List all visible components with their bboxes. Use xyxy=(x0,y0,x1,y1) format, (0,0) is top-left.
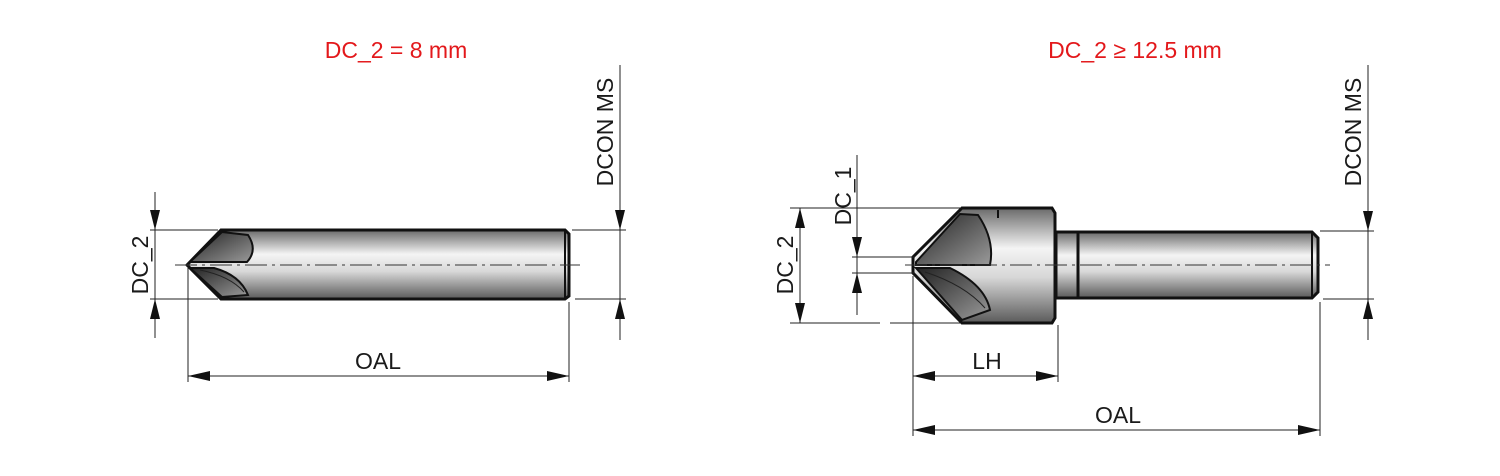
right-variant-title: DC_2 ≥ 12.5 mm xyxy=(1048,37,1222,63)
right-oal-label: OAL xyxy=(1095,402,1141,428)
left-oal-label: OAL xyxy=(355,348,401,374)
right-dimensions: DC_2 DC_1 DCON MS LH OAL xyxy=(772,65,1374,436)
left-countersink-tool xyxy=(175,228,580,301)
left-dimensions: DC_2 DCON MS OAL xyxy=(127,65,626,382)
right-dcon-label: DCON MS xyxy=(1340,78,1366,187)
right-lh-label: LH xyxy=(972,348,1001,374)
left-variant-title: DC_2 = 8 mm xyxy=(325,37,468,63)
left-dc2-label: DC_2 xyxy=(127,236,153,295)
right-dc2-label: DC_2 xyxy=(772,236,798,295)
left-dcon-label: DCON MS xyxy=(592,78,618,187)
right-dc1-label: DC_1 xyxy=(830,167,856,226)
right-countersink-tool xyxy=(905,206,1330,325)
